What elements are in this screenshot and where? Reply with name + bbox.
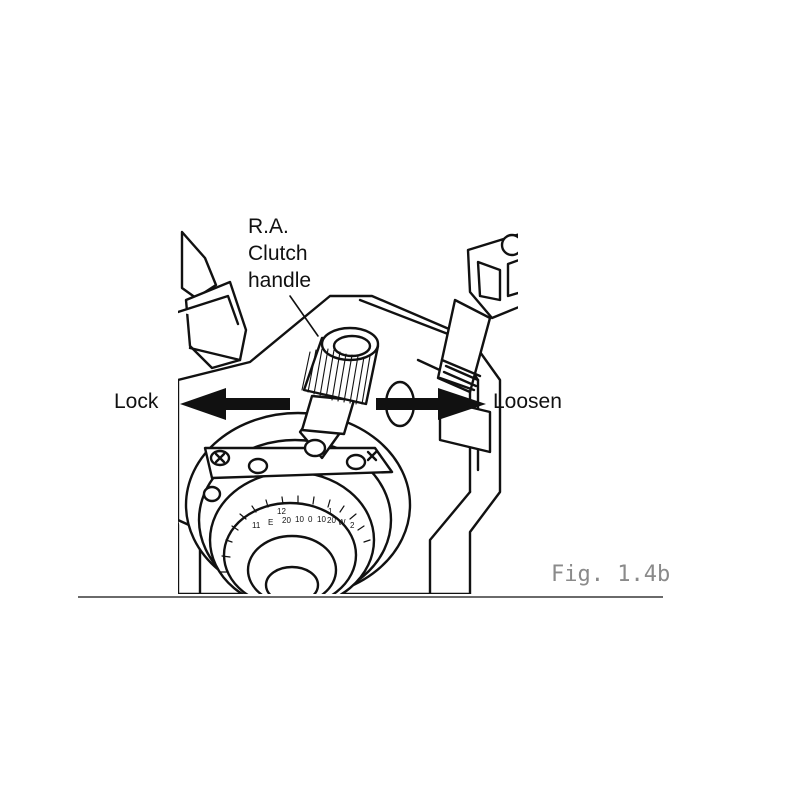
figure-caption: Fig. 1.4b (551, 562, 671, 587)
clutch-label-line-2: Clutch (248, 242, 308, 265)
dial-scale-text: 12 1 2 11 E 20 10 0 10 20 W (252, 507, 355, 530)
dial-hour-2: 2 (350, 521, 355, 530)
clutch-handle-label: R.A. Clutch handle (248, 213, 311, 294)
loosen-label: Loosen (493, 390, 562, 413)
dial-degree-20-right: 20 (327, 516, 336, 525)
lock-label: Lock (114, 390, 159, 413)
dial-cardinal-west: W (338, 518, 346, 527)
dial-hour-11: 11 (252, 521, 261, 530)
dial-hour-1: 1 (328, 507, 333, 516)
dial-cardinal-east: E (268, 518, 273, 527)
dial-hour-12: 12 (277, 507, 286, 516)
dial-degree-10-right: 10 (317, 515, 326, 524)
arrow-right-icon (376, 388, 486, 420)
setting-circle (184, 411, 412, 594)
clutch-leader-line (289, 295, 319, 337)
arrow-left-icon (180, 388, 290, 420)
clutch-label-line-3: handle (248, 269, 312, 292)
upper-mount-arm (178, 230, 248, 370)
latitude-bolt (436, 233, 518, 394)
clutch-handle (298, 326, 380, 460)
dial-degree-10-left: 10 (295, 515, 304, 524)
clutch-label-line-1: R.A. (248, 215, 289, 238)
dial-degree-0: 0 (308, 515, 313, 524)
dial-degree-20-left: 20 (282, 516, 291, 525)
